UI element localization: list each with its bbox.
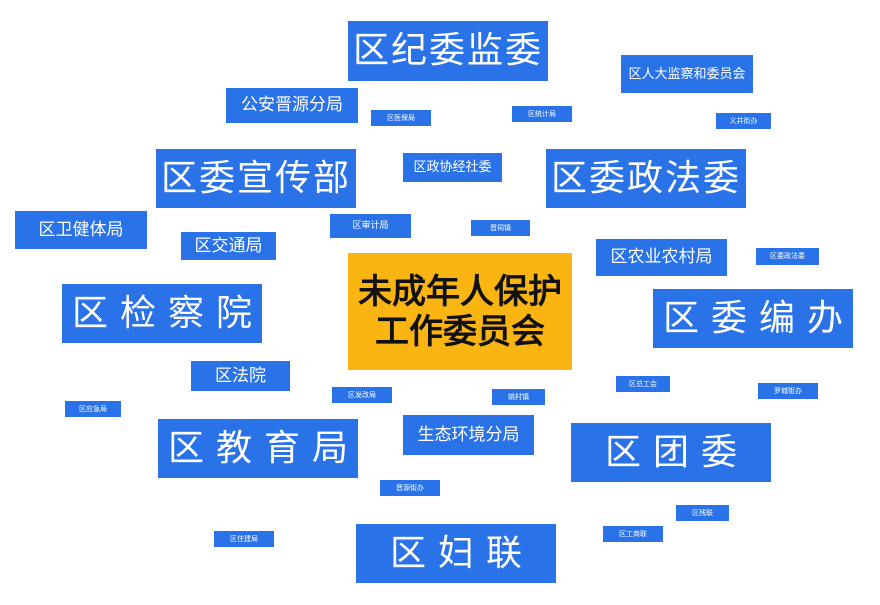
node-district-health-sports-bureau: 区卫健体局 — [15, 211, 147, 249]
node-ecology-environment-branch: 生态环境分局 — [403, 415, 534, 455]
node-district-political-legal-commission-small: 区委政法委 — [756, 248, 819, 265]
node-district-transport-bureau: 区交通局 — [181, 232, 276, 260]
node-district-discipline-commission: 区纪委监委 — [348, 21, 548, 81]
node-district-cppcc-economy-committee: 区政协经社委 — [403, 153, 502, 182]
node-district-staffing-office: 区委编办 — [653, 289, 853, 348]
node-district-audit-bureau: 区审计局 — [330, 214, 411, 238]
node-yaocun-town: 姚村镇 — [492, 389, 545, 405]
center-node-juvenile-protection-committee: 未成年人保护工作委员会 — [348, 253, 572, 370]
node-district-disabled-persons-federation: 区残联 — [676, 505, 729, 521]
node-district-procuratorate: 区检察院 — [62, 284, 262, 343]
node-district-propaganda-dept: 区委宣传部 — [156, 149, 356, 208]
node-district-statistics-bureau: 区统计局 — [512, 106, 572, 122]
node-district-womens-federation: 区妇联 — [356, 524, 556, 583]
node-public-security-branch: 公安晋源分局 — [226, 88, 358, 123]
node-district-emergency-bureau: 区应急局 — [65, 401, 121, 417]
node-district-development-reform-bureau: 区发改局 — [332, 387, 392, 403]
node-yijing-subdistrict: 义井街办 — [716, 113, 771, 129]
node-district-court: 区法院 — [191, 361, 290, 391]
node-district-housing-construction-bureau: 区住建局 — [214, 531, 274, 547]
node-district-agriculture-bureau: 区农业农村局 — [596, 239, 727, 276]
node-district-medical-insurance-bureau: 区医保局 — [371, 110, 431, 126]
node-district-youth-league: 区团委 — [571, 423, 771, 482]
node-district-federation-of-industry-commerce: 区工商联 — [603, 526, 663, 542]
node-district-education-bureau: 区教育局 — [158, 419, 358, 478]
node-jinyuan-subdistrict: 晋源街办 — [380, 480, 440, 496]
node-district-federation-of-trade-unions: 区总工会 — [616, 376, 670, 392]
node-district-political-legal-commission: 区委政法委 — [546, 149, 746, 208]
node-luocheng-subdistrict: 罗城街办 — [758, 383, 818, 399]
node-district-npc-supervision-committee: 区人大监察和委员会 — [621, 55, 753, 93]
node-jinci-town: 晋祠镇 — [471, 220, 530, 236]
